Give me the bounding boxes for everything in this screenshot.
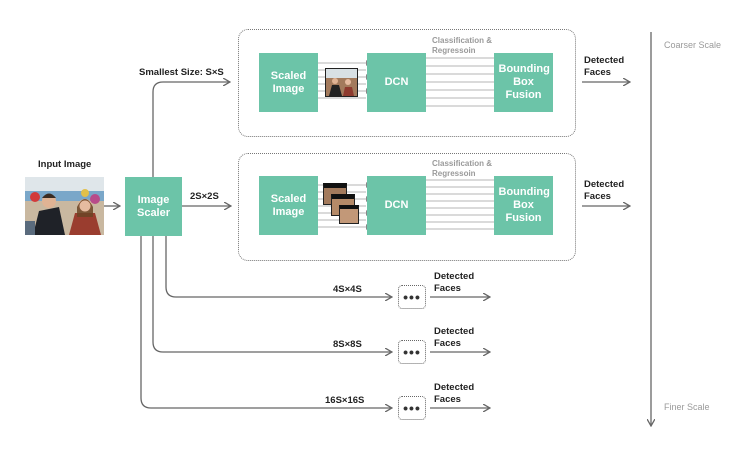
ellipsis-16s: ••• xyxy=(398,396,426,420)
smallest-size-label: Smallest Size: S×S xyxy=(139,67,224,78)
stage-2s-container xyxy=(238,153,576,261)
stage2-detected-faces-label: Detected Faces xyxy=(584,179,625,202)
stage2-thumb-3 xyxy=(339,205,359,224)
arrow-branch-8s xyxy=(152,236,392,352)
arrow-scaler-to-stage1 xyxy=(152,82,230,177)
stage-smallest-container xyxy=(238,29,576,137)
arrow-branch-4s xyxy=(165,236,392,297)
stage1-classification-label: Classification & Regressoin xyxy=(432,36,493,55)
stage1-fusion-label: Bounding Box Fusion xyxy=(498,63,550,101)
stage2-scaled-image-label: Scaled Image xyxy=(270,192,307,218)
scale-2s-label: 2S×2S xyxy=(190,191,219,202)
detected-faces-8s-label: Detected Faces xyxy=(434,326,475,349)
stage1-scaled-image-box: Scaled Image xyxy=(259,53,318,112)
stage2-fusion-label: Bounding Box Fusion xyxy=(498,186,550,224)
scale-8s-label: 8S×8S xyxy=(333,339,362,350)
stage1-scaled-image-label: Scaled Image xyxy=(270,69,307,95)
stage1-detected-faces-label: Detected Faces xyxy=(584,55,625,78)
input-image xyxy=(25,177,104,235)
ellipsis-8s: ••• xyxy=(398,340,426,364)
stage1-fusion-box: Bounding Box Fusion xyxy=(494,53,553,112)
crowd-photo-icon xyxy=(25,177,104,235)
stage1-thumbnail xyxy=(325,68,358,97)
stage2-dcn-box: DCN xyxy=(367,176,426,235)
thumbnail-photo-icon xyxy=(326,69,357,96)
image-scaler-label: Image Scaler xyxy=(136,193,171,219)
stage2-fusion-box: Bounding Box Fusion xyxy=(494,176,553,235)
image-scaler-box: Image Scaler xyxy=(125,177,182,236)
stage1-dcn-label: DCN xyxy=(384,76,409,88)
input-image-label: Input Image xyxy=(38,159,92,170)
detected-faces-4s-label: Detected Faces xyxy=(434,271,475,294)
detected-faces-16s-label: Detected Faces xyxy=(434,382,475,405)
stage2-classification-label: Classification & Regressoin xyxy=(432,159,493,178)
coarser-scale-label: Coarser Scale xyxy=(664,40,722,50)
ellipsis-4s: ••• xyxy=(398,285,426,309)
stage2-scaled-image-box: Scaled Image xyxy=(259,176,318,235)
scale-4s-label: 4S×4S xyxy=(333,284,362,295)
stage2-dcn-label: DCN xyxy=(384,199,409,211)
finer-scale-label: Finer Scale xyxy=(664,402,710,412)
stage1-dcn-box: DCN xyxy=(367,53,426,112)
arrow-branch-16s xyxy=(140,236,392,408)
scale-16s-label: 16S×16S xyxy=(325,395,365,406)
